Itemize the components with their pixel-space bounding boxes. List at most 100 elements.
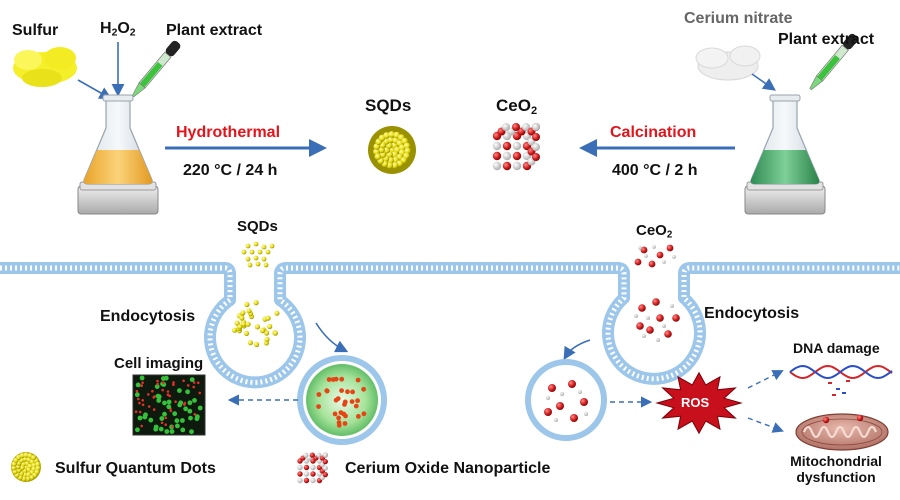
ceo2-vesicle — [525, 359, 607, 441]
ceo2-dot-red — [652, 298, 660, 306]
ceo2-atom-white — [310, 477, 316, 484]
ceo2-atom-red — [492, 151, 502, 161]
ceo2-atom-red — [322, 459, 328, 465]
label-sqds-product: SQDs — [365, 96, 412, 115]
sqd-dot-labeled — [349, 399, 355, 404]
ceo2-dot-red — [672, 314, 680, 322]
ros-burst-icon — [655, 371, 743, 435]
label-ceo2-cell: CeO2 — [636, 222, 673, 241]
ceo2-atom-white — [532, 123, 540, 131]
sqd-dot — [254, 324, 260, 330]
micrograph-red-spot — [174, 400, 177, 404]
ceo2-atom-red — [309, 452, 315, 458]
micrograph-red-spot — [141, 399, 144, 402]
ceo2-atom-red — [310, 471, 316, 477]
sqd-dot — [237, 324, 243, 330]
sqd-dot-labeled — [333, 397, 339, 403]
sqd-atom — [25, 476, 31, 482]
sqd-particle-icon — [368, 126, 416, 174]
sqd-atom — [30, 455, 37, 461]
sqd-dot — [259, 328, 266, 334]
sqd-dot-labeled — [339, 376, 345, 382]
sqd-dot — [245, 321, 251, 327]
ceo2-dot-white — [646, 316, 650, 320]
micrograph-green-cell — [185, 389, 191, 395]
ceo2-dot-white — [560, 392, 564, 396]
ceo2-dot-red — [634, 258, 642, 266]
micrograph-green-cell — [162, 411, 167, 417]
sqd-dot — [240, 321, 247, 327]
label-calcination-conditions: 400 °C / 2 h — [612, 162, 698, 179]
ceo2-atom-red — [297, 471, 303, 477]
sqd-dot — [263, 262, 269, 268]
arrow-to-dna — [747, 370, 784, 389]
sqd-dot — [243, 330, 250, 336]
sqd-dot-labeled — [336, 415, 341, 421]
ceo2-dot-red — [638, 304, 646, 312]
ceo2-dot-red — [556, 402, 564, 410]
ceo2-atom-white — [322, 465, 328, 471]
sqd-dot — [244, 301, 250, 308]
legend-label-sqd: Sulfur Quantum Dots — [55, 460, 216, 477]
sqd-dot — [253, 255, 259, 261]
micrograph-red-spot — [140, 424, 143, 428]
micrograph-green-cell — [143, 412, 148, 418]
dna-fragment — [832, 394, 836, 396]
ceo2-atom-white — [512, 141, 522, 151]
ceo2-atom-white — [502, 151, 512, 161]
micrograph-green-cell — [162, 400, 167, 406]
sqd-atom — [383, 132, 390, 139]
sqd-dot — [232, 327, 238, 333]
ceo2-atom-white — [492, 161, 502, 171]
sqd-dot — [241, 249, 247, 255]
micrograph-red-spot — [147, 405, 151, 408]
ceo2-dot-red — [568, 380, 576, 388]
ceo2-dot-red — [548, 384, 556, 392]
sqd-atom — [391, 151, 399, 158]
sqd-dot-labeled — [353, 403, 359, 409]
micrograph-red-spot — [164, 416, 168, 420]
ceo2-dot-white — [546, 396, 550, 400]
label-cell-imaging: Cell imaging — [114, 355, 204, 372]
sqd-dot-labeled — [356, 414, 361, 419]
arrow-nitrate-to-flask — [751, 73, 776, 91]
sqd-atom — [11, 465, 17, 471]
ceo2-dot-white — [662, 260, 666, 264]
sqd-atom — [391, 162, 399, 169]
micrograph-green-cell — [175, 423, 180, 429]
sqd-atom — [35, 465, 41, 471]
micrograph-red-spot — [169, 409, 173, 413]
sqd-dots-endosome — [232, 300, 280, 348]
dna-fragment — [828, 382, 832, 384]
sqd-dot — [264, 330, 270, 336]
label-cerium-nitrate: Cerium nitrate — [684, 10, 793, 27]
ceo2-dot-red — [544, 408, 552, 416]
sqd-dot-labeled — [355, 377, 361, 383]
micrograph-red-spot — [151, 389, 154, 393]
micrograph-red-spot — [193, 413, 197, 416]
ceo2-atom-red — [512, 151, 522, 161]
ceo2-atom-white — [512, 161, 522, 171]
micrograph-green-cell — [194, 416, 200, 422]
micrograph-red-spot — [186, 384, 190, 387]
label-ros: ROS — [681, 395, 710, 410]
sqd-dot-labeled — [316, 392, 322, 397]
sqd-dot — [267, 323, 273, 330]
sqd-dot — [245, 243, 251, 249]
micrograph-green-cell — [189, 429, 194, 435]
sqd-dot-labeled — [350, 389, 355, 395]
micrograph-red-spot — [182, 379, 185, 383]
label-calcination: Calcination — [610, 124, 697, 141]
sqd-dot-labeled — [345, 389, 350, 395]
ceo2-dot-white — [670, 304, 674, 308]
micrograph-red-spot — [192, 381, 196, 384]
micrograph-red-spot — [137, 397, 140, 401]
ceo2-atom-white — [532, 143, 540, 151]
micrograph-red-spot — [172, 383, 175, 387]
ceo2-atom-white — [310, 464, 316, 471]
micrograph-green-cell — [163, 375, 169, 381]
ceo2-dot-white — [672, 255, 676, 259]
ceo2-atom-white — [322, 452, 328, 458]
legend-sqd-icon — [11, 452, 41, 482]
